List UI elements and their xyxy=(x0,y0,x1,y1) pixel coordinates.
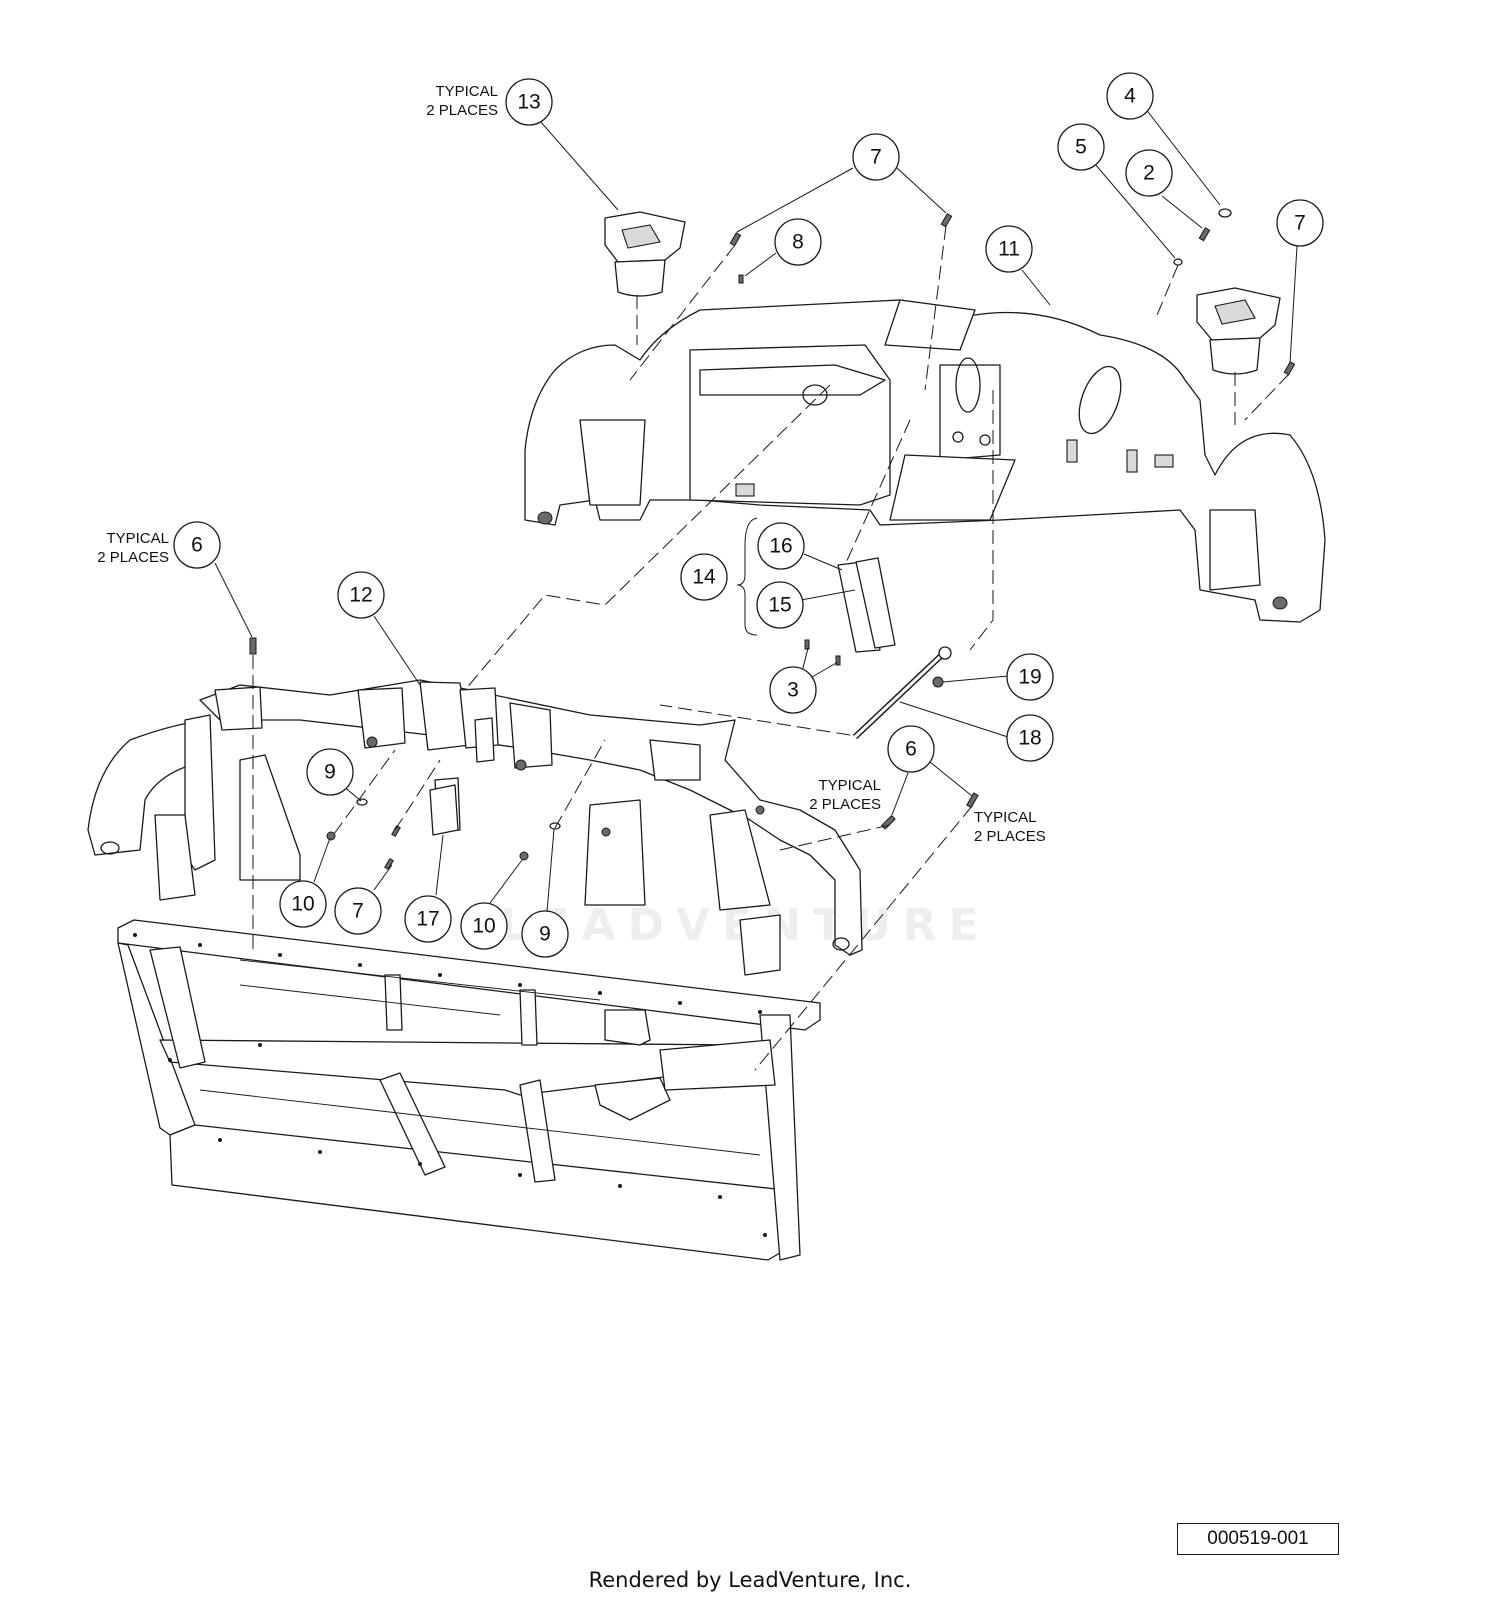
svg-text:11: 11 xyxy=(998,238,1020,261)
svg-text:12: 12 xyxy=(349,584,372,607)
svg-text:18: 18 xyxy=(1018,727,1041,750)
svg-text:3: 3 xyxy=(787,679,799,702)
assembly-center-lines xyxy=(252,225,1290,1071)
note-6-right: TYPICAL 2 PLACES xyxy=(809,777,881,813)
callout-7-top: 7 xyxy=(852,133,900,181)
svg-text:9: 9 xyxy=(539,923,551,946)
callout-9-right: 9 xyxy=(521,910,569,958)
callout-7-bottom: 7 xyxy=(334,887,382,935)
svg-text:4: 4 xyxy=(1124,85,1136,108)
callout-15: 15 xyxy=(756,581,804,629)
svg-text:6: 6 xyxy=(191,534,203,557)
svg-text:2 PLACES: 2 PLACES xyxy=(809,796,881,813)
callout-16: 16 xyxy=(757,522,805,570)
note-6-far-right: TYPICAL 2 PLACES xyxy=(974,809,1046,845)
svg-text:TYPICAL: TYPICAL xyxy=(818,777,881,794)
callout-12: 12 xyxy=(337,571,385,619)
note-6-left: TYPICAL 2 PLACES xyxy=(97,530,169,566)
callout-18: 18 xyxy=(1006,714,1054,762)
svg-text:2: 2 xyxy=(1143,162,1155,185)
svg-text:5: 5 xyxy=(1075,136,1087,159)
callout-2: 2 xyxy=(1125,149,1173,197)
cup-holder-left xyxy=(604,211,686,297)
svg-text:8: 8 xyxy=(792,231,804,254)
svg-text:7: 7 xyxy=(870,146,882,169)
render-credit-footer: Rendered by LeadVenture, Inc. xyxy=(588,1568,912,1592)
svg-text:TYPICAL: TYPICAL xyxy=(974,809,1037,826)
callout-11: 11 xyxy=(985,225,1033,273)
callout-4: 4 xyxy=(1106,72,1154,120)
svg-text:14: 14 xyxy=(692,566,716,589)
svg-text:9: 9 xyxy=(324,761,336,784)
callout-3: 3 xyxy=(769,666,817,714)
callout-9-left: 9 xyxy=(306,748,354,796)
svg-text:6: 6 xyxy=(905,738,917,761)
callout-10-right: 10 xyxy=(460,902,508,950)
svg-text:10: 10 xyxy=(472,915,495,938)
svg-text:7: 7 xyxy=(352,900,364,923)
callout-19: 19 xyxy=(1006,653,1054,701)
callout-5: 5 xyxy=(1057,123,1105,171)
chassis-frame xyxy=(117,919,821,1261)
svg-text:10: 10 xyxy=(291,893,314,916)
svg-text:17: 17 xyxy=(416,908,439,931)
callout-7-right: 7 xyxy=(1276,199,1324,247)
upper-dash-body xyxy=(524,299,1326,623)
callout-6-right: 6 xyxy=(887,725,935,773)
svg-text:2 PLACES: 2 PLACES xyxy=(426,102,498,119)
svg-text:13: 13 xyxy=(517,91,540,114)
note-13: TYPICAL 2 PLACES xyxy=(426,83,498,119)
svg-text:TYPICAL: TYPICAL xyxy=(106,530,169,547)
callout-10-left: 10 xyxy=(279,880,327,928)
svg-text:TYPICAL: TYPICAL xyxy=(435,83,498,100)
callout-17: 17 xyxy=(404,895,452,943)
svg-text:19: 19 xyxy=(1018,666,1041,689)
callout-13: 13 xyxy=(505,78,553,126)
callout-14: 14 xyxy=(680,553,728,601)
leader-lines xyxy=(214,107,1298,913)
hardware-fasteners xyxy=(249,208,1296,871)
cup-holder-right xyxy=(1196,287,1281,375)
svg-text:2 PLACES: 2 PLACES xyxy=(97,549,169,566)
svg-text:7: 7 xyxy=(1294,212,1306,235)
svg-text:2 PLACES: 2 PLACES xyxy=(974,828,1046,845)
callout-6-left: 6 xyxy=(173,521,221,569)
callout-8: 8 xyxy=(774,218,822,266)
svg-text:16: 16 xyxy=(769,535,792,558)
drawing-number-box: 000519-001 xyxy=(1177,1523,1339,1555)
svg-text:15: 15 xyxy=(768,594,791,617)
